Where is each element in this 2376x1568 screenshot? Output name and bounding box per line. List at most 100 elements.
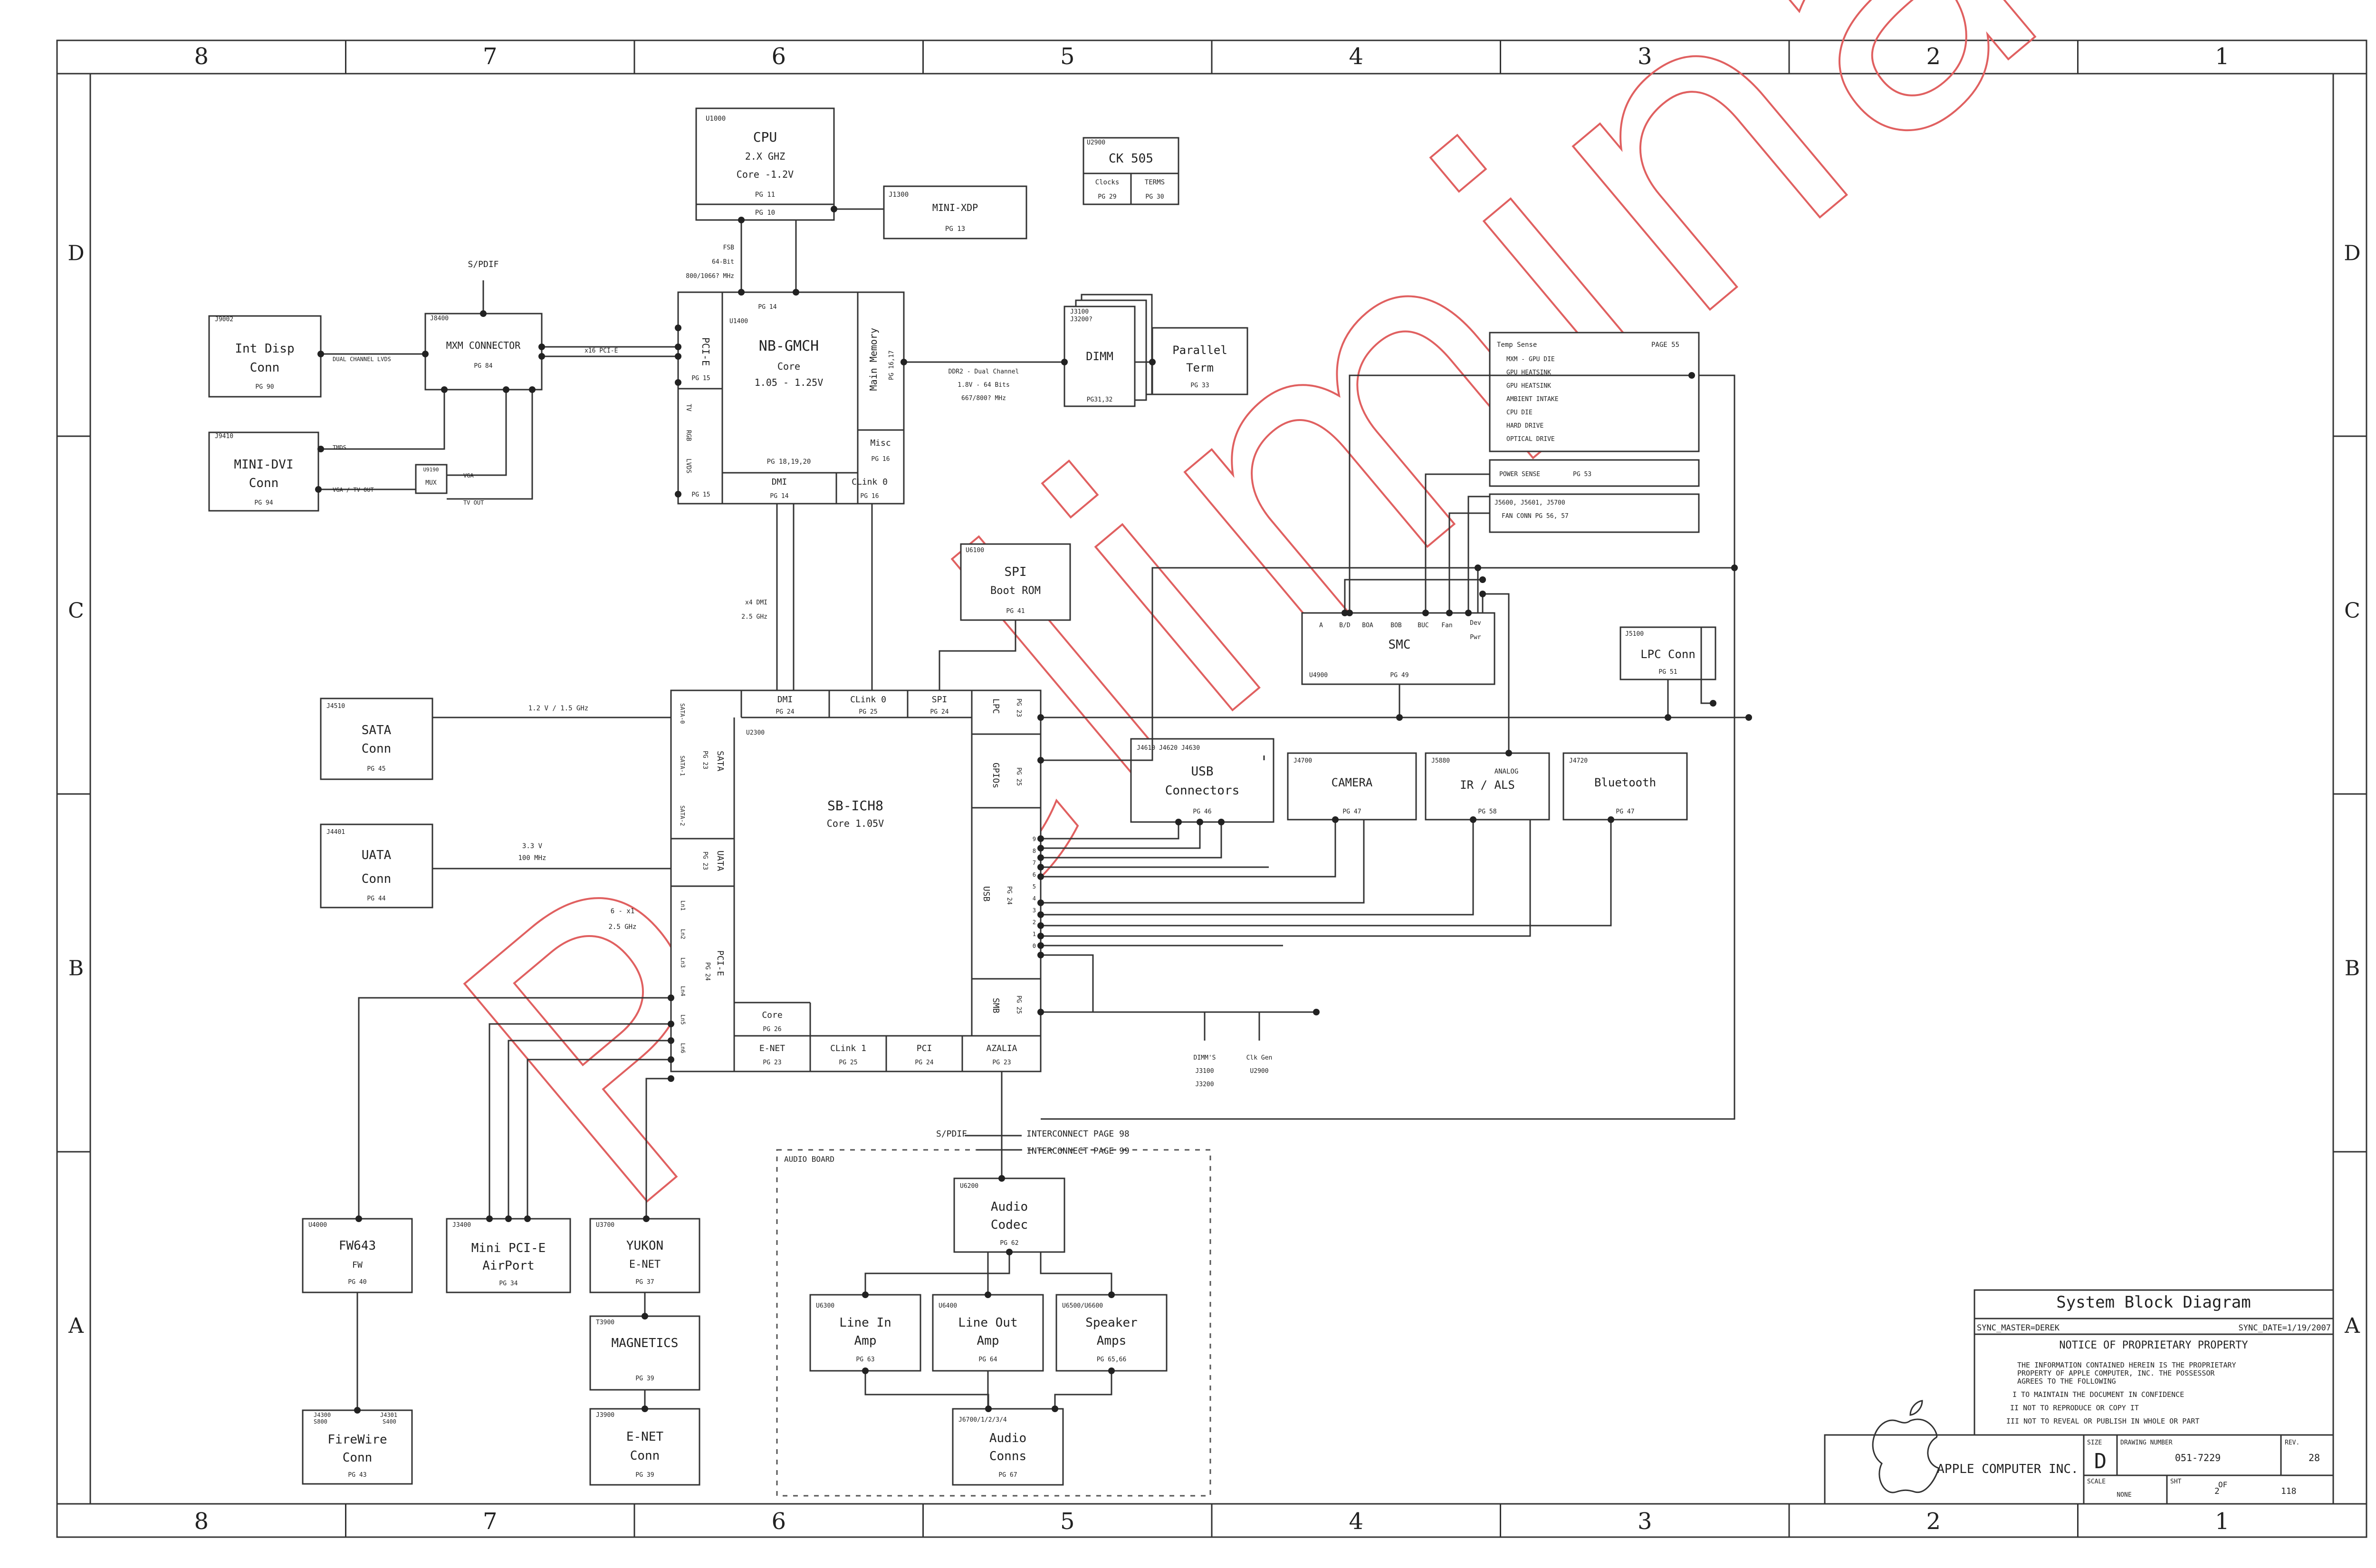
junction-dot [538,353,545,360]
sb-pcie-lane: Ln1 [680,900,686,911]
sb-clink0-pg: PG 25 [859,708,877,716]
title-block-item3: III NOT TO REVEAL OR PUBLISH IN WHOLE OR… [2006,1417,2199,1425]
junction-dot [1665,714,1671,721]
zone-col-top-4: 4 [1349,43,1363,70]
bluetooth-pg: PG 47 [1616,808,1634,815]
mini-dvi-block: J9410 MINI-DVI Conn PG 94 [208,431,319,512]
junction-dot [642,1313,648,1319]
uata-conn-block: J4401 UATA Conn PG 44 [320,823,433,908]
zone-col-top-3: 3 [1638,43,1652,70]
camera-title: CAMERA [1332,776,1373,789]
title-block-size-label: SIZE [2087,1439,2102,1446]
title-block-scale: NONE [2117,1492,2131,1499]
lpc-conn-title: LPC Conn [1640,648,1696,661]
title-block-notice: NOTICE OF PROPRIETARY PROPERTY [2059,1339,2248,1351]
temp-sense-item: CPU DIE [1506,409,1533,416]
junction-dot [1037,854,1044,861]
sb-pcie-pg: PG 24 [704,962,711,981]
junction-dot [985,1291,991,1298]
cpu-line2: Core -1.2V [737,169,794,180]
line-out-pg: PG 64 [978,1356,997,1363]
label-x16-pcie: x16 PCI-E [584,347,618,354]
line-in-sub: Amp [854,1334,877,1348]
mini-dvi-ref: J9410 [215,433,233,440]
label-tv-out: TV OUT [463,499,484,506]
int-disp-pg: PG 90 [255,383,274,391]
junction-dot [1037,922,1044,929]
dimm-pg: PG31,32 [1087,396,1113,403]
smc-ref: U4900 [1309,672,1328,679]
junction-dot [668,994,674,1001]
junction-dot [793,289,799,296]
junction-dot [1037,873,1044,880]
zone-col-bottom-2: 2 [1926,1508,1941,1535]
junction-dot [1037,864,1044,870]
enet-conn-sub: Conn [630,1449,660,1463]
yukon-block: U3700 YUKON E-NET PG 37 [589,1218,700,1293]
title-block-size: D [2094,1449,2107,1473]
mini-pcie-title: Mini PCI-E [471,1241,546,1255]
title-block-item2: II NOT TO REPRODUCE OR COPY IT [2010,1404,2139,1412]
sb-spi: SPI [932,695,948,705]
audio-conns-pg: PG 67 [998,1472,1017,1479]
junction-dot [538,344,545,350]
junction-dot [1313,1009,1320,1015]
audio-codec-block: U6200 Audio Codec PG 62 [953,1177,1065,1253]
usb-conn-refs: J4610 J4620 J4630 [1137,745,1200,752]
sb-usb-port-number: 7 [1033,860,1036,866]
junction-dot [1037,933,1044,939]
zone-col-bottom-5: 5 [1060,1508,1075,1535]
sata-pg: PG 45 [367,765,385,773]
title-block-of-label: OF [2218,1480,2227,1489]
zone-col-bottom-6: 6 [771,1508,786,1535]
junction-dot [1108,1291,1115,1298]
magnetics-pg: PG 39 [635,1375,654,1382]
sata-sub: Conn [362,742,392,756]
zone-col-top-6: 6 [771,43,786,70]
junction-dot [675,344,681,350]
nb-misc: Misc [870,438,891,448]
mini-xdp-title: MINI-XDP [932,202,978,213]
nb-pcie-pg: PG 15 [691,375,710,382]
nb-top-pg: PG 14 [758,304,776,311]
mux-title: MUX [425,479,437,487]
fw643-ref: U4000 [308,1222,327,1229]
junction-dot [862,1291,869,1298]
junction-dot [1218,819,1225,825]
sb-dmi: DMI [777,695,793,705]
bluetooth-title: Bluetooth [1594,776,1656,789]
nb-tv: TV [685,404,692,411]
sb-spi-pg: PG 24 [930,708,948,716]
junction-dots [315,206,1752,1414]
cpu-line1: 2.X GHZ [745,151,785,162]
mxm-ref: J8400 [430,315,449,322]
label-fsb-speed: 800/1066? MHz [686,273,734,280]
nb-lvds: LVDS [685,459,692,473]
sb-pcie-lane: Ln3 [680,957,686,968]
label-vga: VGA [463,472,474,479]
label-pcie-lanes: 6 - x1 [611,908,635,915]
ir-als-title: IR / ALS [1460,778,1515,792]
yukon-title: YUKON [626,1239,663,1253]
mini-dvi-sub: Conn [249,476,279,490]
junction-dot [668,1021,674,1027]
label-uata-speed: 100 MHz [518,854,546,862]
zone-row-right-D: D [2344,241,2360,265]
sb-clink0: CLink 0 [850,695,886,705]
firewire-ref3: S800 [314,1418,327,1425]
junction-dot [317,351,324,357]
nb-pcie: PCI-E [700,337,711,366]
label-spdif-mxm: S/PDIF [468,259,498,269]
fw643-title: FW643 [339,1239,376,1253]
zone-row-left-B: B [68,956,84,980]
junction-dot [643,1215,650,1222]
nb-clink: CLink 0 [852,477,888,487]
line-in-pg: PG 63 [856,1356,874,1363]
mxm-pg: PG 84 [474,363,492,370]
title-block-item1: I TO MAINTAIN THE DOCUMENT IN CONFIDENCE [2012,1390,2184,1399]
mxm-connector-block: J8400 MXM CONNECTOR PG 84 [424,313,543,391]
junction-dot [1731,564,1738,571]
junction-dot [1422,610,1429,616]
